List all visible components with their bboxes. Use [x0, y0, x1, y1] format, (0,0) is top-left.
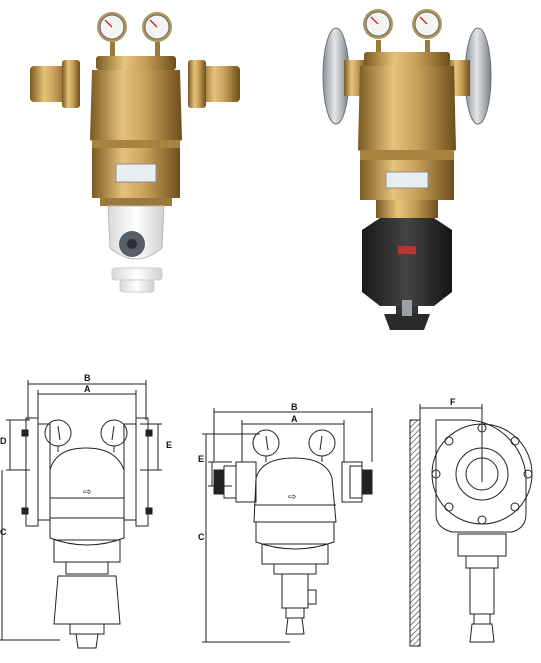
photo-filter-flanged: [322, 9, 492, 330]
black-nut: [214, 470, 224, 494]
technical-drawing-threaded: [202, 408, 373, 643]
dimension-label-a: A: [84, 384, 91, 394]
dimension-label-e: E: [198, 454, 204, 464]
pressure-gauge-icon: [142, 12, 172, 60]
pressure-gauge-icon: [97, 12, 127, 60]
dimension-label-e: E: [166, 440, 172, 450]
dimension-label-b: B: [84, 373, 91, 383]
dimension-label-d: D: [0, 436, 7, 446]
dimension-label-c: C: [198, 532, 205, 542]
dimension-label-f: F: [450, 397, 456, 407]
flow-arrow-icon: ⇨: [288, 492, 296, 503]
pressure-gauge-icon: [412, 9, 442, 62]
dimension-label-a: A: [291, 414, 298, 424]
pressure-gauge-icon: [363, 9, 393, 62]
wall-hatch: [409, 419, 421, 647]
technical-drawing-flanged: [0, 380, 162, 649]
photo-filter-threaded: [30, 12, 240, 293]
flow-arrow-icon: ⇨: [83, 487, 91, 498]
dimension-label-c: C: [0, 527, 7, 537]
black-nut: [362, 470, 372, 494]
technical-drawing-side-view: [419, 404, 533, 643]
dimension-label-b: B: [291, 402, 298, 412]
